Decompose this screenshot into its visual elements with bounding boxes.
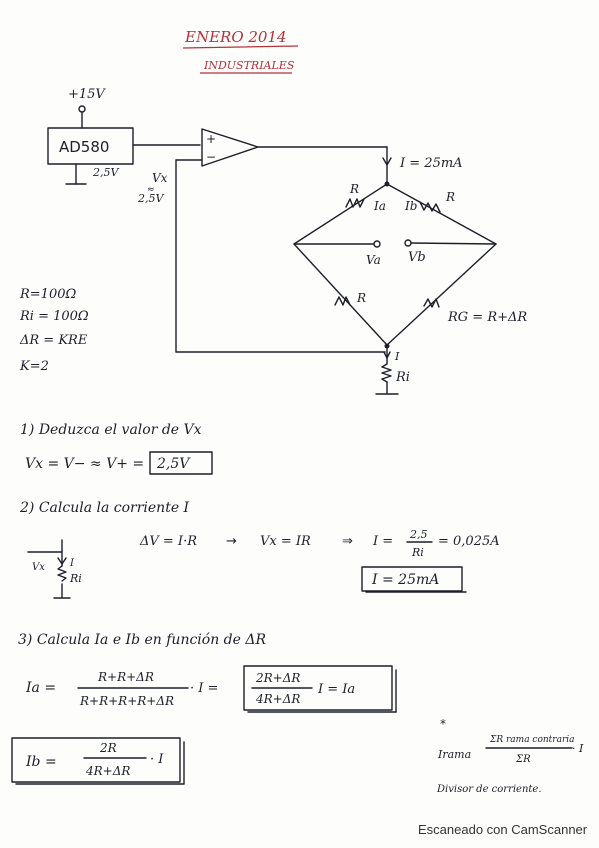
q2-arrow2: ⇒ <box>342 534 353 549</box>
given-dr: ΔR = KRE <box>19 333 88 348</box>
opamp-plus: + <box>206 132 216 146</box>
q3-box-den: 4R+ΔR <box>255 692 300 706</box>
note-irama: Irama <box>437 748 471 761</box>
i-bottom-label: I <box>394 350 400 363</box>
mini-ri: Ri <box>69 572 82 585</box>
resistor-bottom-left <box>334 296 351 306</box>
mini-i: I <box>69 558 75 569</box>
q2-answer-box <box>361 566 463 592</box>
scanner-watermark: Escaneado con CamScanner <box>418 822 588 837</box>
circuit-diagram: +15V AD580 2,5V + − Vx ≈ 2,5V I = 25mA <box>47 87 527 395</box>
q2-title: 2) Calcula la corriente I <box>19 500 190 516</box>
given-k: K=2 <box>19 359 49 374</box>
q2-eq-dv: ΔV = I·R <box>139 534 197 549</box>
q2-result: = 0,025A <box>438 534 500 549</box>
va-label: Va <box>366 253 381 267</box>
q2-eq-i: I = <box>372 534 393 549</box>
q1-answer-box <box>149 451 213 475</box>
ib-label: Ib <box>404 199 417 213</box>
chip-label: AD580 <box>59 138 109 156</box>
rg-label: RG = R+ΔR <box>447 310 527 325</box>
q1-expression: Vx = V− ≈ V+ = <box>25 456 144 472</box>
q3-ia-answer-box <box>243 665 393 711</box>
note-caption: Divisor de corriente. <box>436 784 542 795</box>
r-top-right-label: R <box>445 190 455 204</box>
resistor-top-right <box>419 201 441 213</box>
resistor-top-left <box>345 198 365 208</box>
resistor-rg <box>423 298 440 308</box>
current-divider-note: * Irama ΣR rama contraria ΣR · I Divisor… <box>436 717 584 795</box>
q1-answer: 2,5V <box>156 456 191 472</box>
current-label: I = 25mA <box>399 156 463 171</box>
given-r: R=100Ω <box>19 287 76 302</box>
q3-box-num: 2R+ΔR <box>255 671 300 685</box>
note-star: * <box>440 717 446 731</box>
given-ri: Ri = 100Ω <box>19 309 89 324</box>
question-3: 3) Calcula Ia e Ib en función de ΔR Ia =… <box>11 632 397 785</box>
opamp-minus: − <box>206 150 216 164</box>
note-num: ΣR rama contraria <box>489 735 575 745</box>
ia-label: Ia <box>373 199 386 213</box>
q3-ib-num: 2R <box>99 741 117 755</box>
supply-label: +15V <box>68 87 106 102</box>
r-bottom-left-label: R <box>356 291 366 305</box>
q3-ib-answer-box <box>11 737 181 783</box>
question-2: 2) Calcula la corriente I Vx I Ri ΔV = I… <box>19 500 500 599</box>
q3-ib-den: 4R+ΔR <box>85 764 130 778</box>
q3-ib-tail: · I <box>150 752 164 767</box>
vx-approx: ≈ <box>147 185 155 195</box>
q1-title: 1) Deduzca el valor de Vx <box>20 422 202 438</box>
page-title: ENERO 2014 <box>184 28 287 46</box>
vx-value: 2,5V <box>137 192 164 205</box>
resistor-ri <box>381 363 392 383</box>
r-top-left-label: R <box>349 182 359 196</box>
chip-out-label: 2,5V <box>92 166 119 179</box>
q3-ia-den: R+R+R+R+ΔR <box>79 694 174 708</box>
vx-label: Vx <box>152 171 168 185</box>
q3-title: 3) Calcula Ia e Ib en función de ΔR <box>18 632 266 648</box>
mini-vx: Vx <box>32 562 45 573</box>
q3-ia-lhs: Ia = <box>25 680 56 696</box>
q3-ia-num: R+R+ΔR <box>97 670 154 684</box>
q3-box-tail: I = Ia <box>317 682 355 697</box>
ri-label: Ri <box>395 370 410 385</box>
q2-frac-num: 2,5 <box>409 528 428 541</box>
given-values: R=100Ω Ri = 100Ω ΔR = KRE K=2 <box>19 287 89 374</box>
note-den: ΣR <box>515 754 531 765</box>
q2-arrow1: → <box>226 534 237 549</box>
q2-frac-den: Ri <box>411 546 424 559</box>
ad580-chip <box>47 127 134 165</box>
page-subtitle: INDUSTRIALES <box>203 59 295 72</box>
note-tail: · I <box>572 742 584 755</box>
q3-ib-lhs: Ib = <box>25 754 57 770</box>
question-1: 1) Deduzca el valor de Vx Vx = V− ≈ V+ =… <box>20 422 213 475</box>
q2-answer: I = 25mA <box>371 572 439 588</box>
q2-eq-vx: Vx = IR <box>260 534 311 549</box>
opamp-symbol <box>201 128 259 167</box>
q3-ia-times: · I = <box>190 681 218 696</box>
vb-label: Vb <box>408 250 426 265</box>
